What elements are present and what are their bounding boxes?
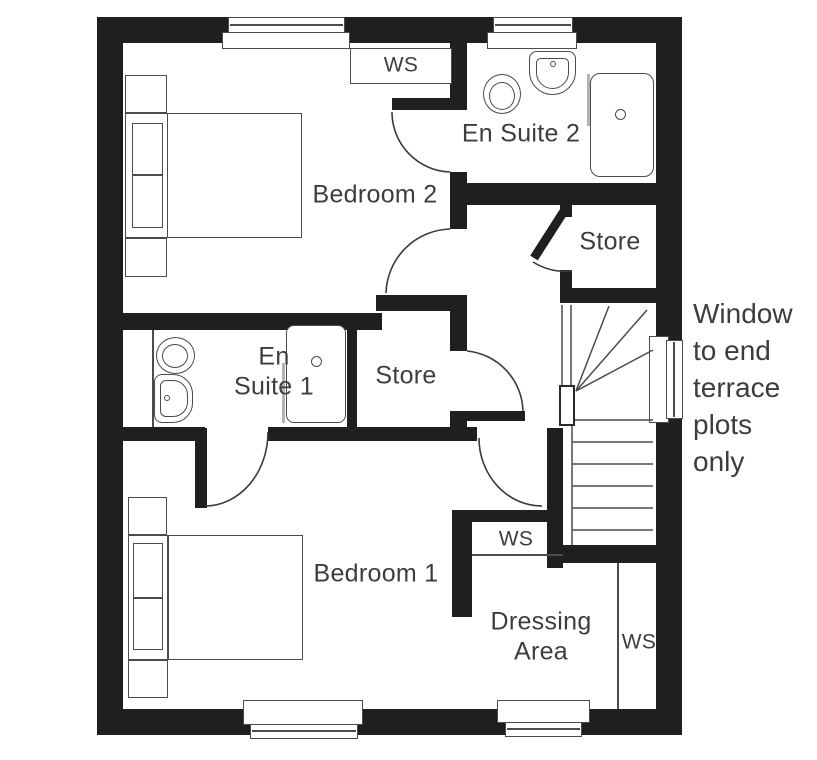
- bedside-table: [128, 497, 167, 535]
- window-frame-line: [507, 728, 580, 730]
- door-arc: [391, 111, 451, 173]
- toilet-icon: [489, 82, 515, 110]
- wardrobe-ws-top: [350, 48, 452, 84]
- door-arc: [204, 431, 269, 507]
- room-label-bedroom-1: Bedroom 1: [313, 559, 439, 588]
- door-leaf: [195, 428, 207, 508]
- stairs: [561, 305, 654, 545]
- shower-tray: [286, 325, 346, 423]
- window-sill: [487, 32, 577, 49]
- shower-drain: [311, 356, 322, 367]
- banister-post: [559, 385, 575, 426]
- wall: [450, 183, 660, 205]
- bed-pillow: [133, 598, 163, 650]
- wall: [376, 295, 467, 311]
- label-ws-right: WS: [621, 630, 657, 654]
- shower-screen: [282, 363, 285, 423]
- bed-pillow: [132, 175, 163, 228]
- bedside-table: [128, 660, 168, 698]
- shower-drain: [615, 109, 626, 120]
- window-sill: [222, 32, 350, 49]
- wall: [560, 288, 660, 303]
- faucet-icon: [550, 61, 556, 67]
- wall: [450, 295, 467, 351]
- bed-pillow: [132, 123, 163, 175]
- room-label-dressing-area: Dressing Area: [490, 607, 592, 666]
- room-label-en-suite-1: En Suite 1: [234, 342, 314, 401]
- bed-mattress: [167, 113, 302, 238]
- room-label-store-middle: Store: [375, 361, 437, 390]
- door-arc: [385, 228, 451, 294]
- window-frame-line: [230, 24, 343, 26]
- door-arc: [466, 350, 524, 412]
- window-note: Window to end terrace plots only: [693, 298, 793, 477]
- window: [666, 340, 683, 419]
- wardrobe-ws-right-line: [617, 563, 619, 709]
- basin-icon: [160, 380, 188, 417]
- bed-mattress: [168, 535, 303, 660]
- wardrobe-ws-middle-line: [472, 554, 563, 556]
- window-frame-line: [673, 342, 675, 417]
- bedside-table: [125, 238, 167, 277]
- room-label-en-suite-2: En Suite 2: [461, 119, 581, 148]
- door-arc: [478, 437, 543, 507]
- room-label-store-upper: Store: [579, 227, 641, 256]
- window: [250, 724, 358, 739]
- wall: [450, 43, 467, 110]
- wall: [97, 17, 123, 735]
- shower-tray: [590, 73, 654, 177]
- wall: [452, 510, 547, 522]
- door-leaf: [530, 205, 570, 261]
- door-leaf: [392, 98, 452, 110]
- bed-pillow: [133, 543, 163, 598]
- partition-line: [152, 330, 154, 427]
- door-leaf: [467, 411, 525, 421]
- window-frame-line: [252, 730, 356, 732]
- wall: [122, 427, 205, 441]
- label-ws-top: WS: [383, 53, 419, 77]
- bedside-table: [125, 75, 167, 113]
- wall: [268, 427, 477, 441]
- label-ws-middle: WS: [498, 527, 534, 551]
- wall: [452, 510, 472, 617]
- window: [505, 722, 582, 737]
- shower-screen: [587, 74, 590, 126]
- wall: [347, 327, 357, 427]
- door-arc: [532, 261, 573, 273]
- faucet-icon: [164, 395, 170, 401]
- toilet-icon: [162, 344, 188, 368]
- window-frame-line: [495, 24, 571, 26]
- wall: [97, 17, 682, 43]
- room-label-bedroom-2: Bedroom 2: [312, 180, 438, 209]
- wall: [547, 428, 563, 568]
- wall: [560, 545, 657, 563]
